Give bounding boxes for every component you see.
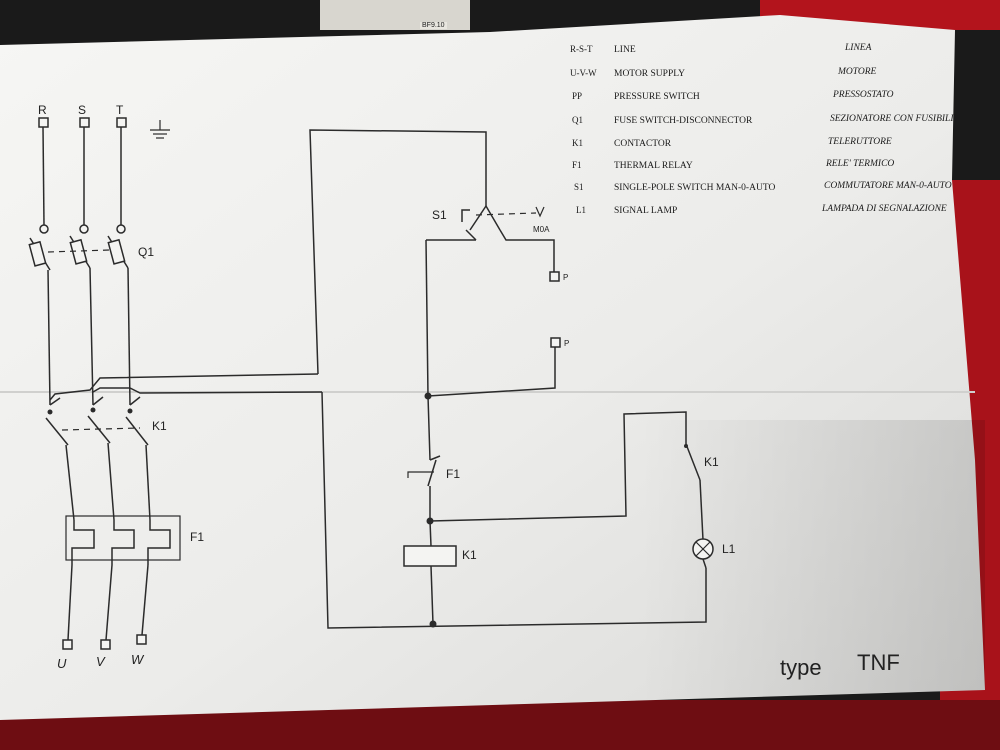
legend-code: L1: [576, 205, 586, 215]
switch-modes-label: M0A: [533, 225, 550, 234]
pressure-terminal-upper: [549, 271, 560, 282]
legend-english: LINE: [614, 45, 636, 55]
legend-italian: RELE' TERMICO: [825, 159, 894, 169]
output-label-u: U: [57, 656, 67, 671]
input-label-r: R: [38, 103, 47, 117]
aux-contact-k1: [684, 443, 704, 541]
pressure-terminal-label-lower: P: [564, 339, 569, 348]
legend-italian: TELERUTTORE: [828, 137, 892, 147]
contactor-label-k1: K1: [152, 419, 167, 433]
input-label-t: T: [116, 103, 124, 117]
legend-italian: SEZIONATORE CON FUSIBILI: [830, 114, 954, 124]
paper-shadow: [640, 420, 985, 700]
relay-contact-f1: [407, 395, 441, 520]
legend-english: FUSE SWITCH-DISCONNECTOR: [614, 116, 753, 126]
relay-contact-label-f1: F1: [446, 467, 460, 481]
output-label-w: W: [131, 652, 145, 667]
legend-english: MOTOR SUPPLY: [614, 69, 685, 79]
terminal-t: [116, 117, 127, 128]
legend-italian: LINEA: [844, 43, 872, 53]
type-value: TNF: [857, 650, 900, 675]
junction-dot: [429, 620, 437, 628]
device-label: BF9.10: [420, 22, 447, 29]
legend-code: R-S-T: [570, 44, 593, 54]
legend-code: F1: [572, 160, 582, 170]
legend-italian: COMMUTATORE MAN-0-AUTO: [824, 181, 952, 191]
terminal-r: [38, 117, 49, 128]
pressure-terminal-label-upper: P: [563, 273, 568, 282]
contactor-coil-k1: [403, 545, 457, 567]
legend-code: Q1: [572, 115, 583, 125]
fuse-switch-q1: [28, 235, 129, 271]
relay-label-f1: F1: [190, 530, 204, 544]
legend-italian: MOTORE: [837, 67, 877, 77]
type-label: type: [780, 655, 822, 680]
coil-label-k1: K1: [462, 548, 477, 562]
legend-english: THERMAL RELAY: [614, 161, 693, 171]
legend: R-S-T LINE LINEA U-V-W MOTOR SUPPLY MOTO…: [570, 43, 954, 216]
input-label-s: S: [78, 103, 86, 117]
earth-ground-icon: [150, 120, 170, 139]
legend-english: SINGLE-POLE SWITCH MAN-0-AUTO: [614, 183, 775, 193]
fuse-contact: [79, 224, 89, 234]
control-circuit: S1 M0A P P F1 K1: [309, 129, 736, 629]
terminal-u: [62, 639, 73, 650]
legend-english: SIGNAL LAMP: [614, 206, 677, 216]
aux-contact-label-k1: K1: [704, 455, 719, 469]
power-circuit: R S T Q1: [28, 103, 323, 671]
thermal-relay-f1: [65, 515, 181, 565]
contactor-k1: [45, 396, 149, 446]
lamp-label-l1: L1: [722, 542, 736, 556]
fuse-contact: [39, 224, 49, 234]
output-label-v: V: [96, 654, 106, 669]
legend-english: CONTACTOR: [614, 139, 672, 149]
signal-lamp-l1-icon: [692, 538, 714, 560]
legend-italian: LAMPADA DI SEGNALAZIONE: [821, 204, 947, 214]
legend-italian: PRESSOSTATO: [832, 90, 894, 100]
terminal-s: [79, 117, 90, 128]
selector-switch-s1: [426, 196, 555, 272]
terminal-v: [100, 639, 111, 650]
terminal-w: [136, 634, 147, 645]
fuse-contact: [116, 224, 126, 234]
legend-code: U-V-W: [570, 68, 597, 78]
fuse-label-q1: Q1: [138, 245, 154, 259]
legend-code: K1: [572, 138, 583, 148]
pressure-terminal-lower: [550, 337, 561, 348]
legend-code: PP: [572, 91, 582, 101]
legend-code: S1: [574, 182, 584, 192]
switch-label-s1: S1: [432, 208, 447, 222]
legend-english: PRESSURE SWITCH: [614, 92, 700, 102]
